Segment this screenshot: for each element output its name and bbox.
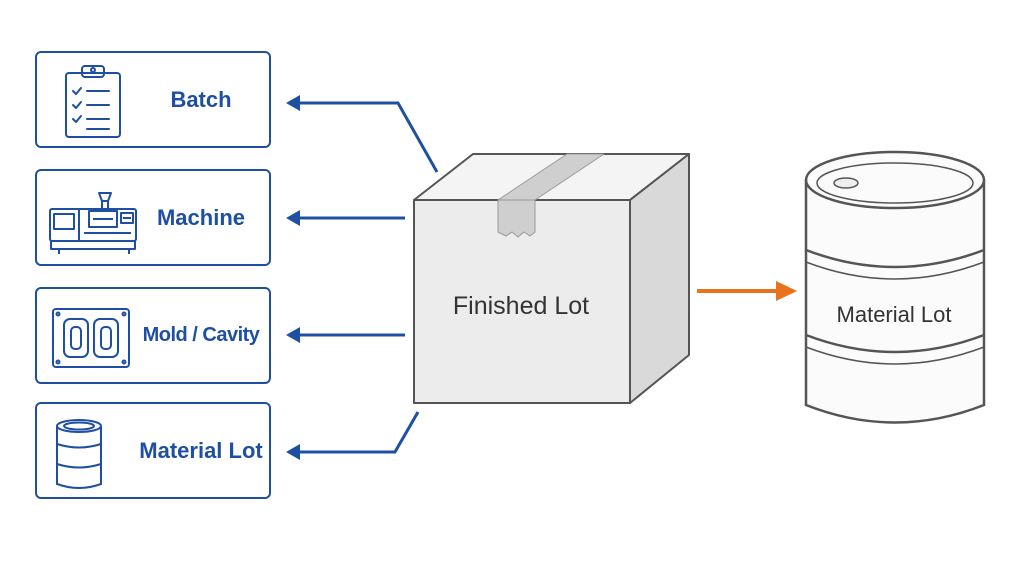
mold-cavity-icon xyxy=(52,308,130,368)
arrow-head-machine xyxy=(286,210,300,226)
barrel-icon xyxy=(804,150,986,424)
drum-icon xyxy=(56,419,102,489)
arrow-to-batch xyxy=(300,101,439,173)
injection-machine-icon xyxy=(49,192,137,254)
material-lot-source-label: Material Lot xyxy=(139,437,263,463)
box-icon xyxy=(413,153,690,404)
mold-card: Mold / Cavity xyxy=(35,287,271,384)
material-lot-target-label: Material Lot xyxy=(837,302,952,327)
material-lot-card: Material Lot xyxy=(35,402,271,499)
arrow-head-batch xyxy=(286,95,300,111)
machine-label: Machine xyxy=(156,204,246,230)
mold-label: Mold / Cavity xyxy=(142,324,260,346)
arrow-to-material-lot xyxy=(300,411,420,454)
batch-card: Batch xyxy=(35,51,271,148)
arrow-head-mold xyxy=(286,327,300,343)
machine-card: Machine xyxy=(35,169,271,266)
finished-lot-label: Finished Lot xyxy=(453,292,589,320)
orange-arrow-head xyxy=(776,281,797,301)
clipboard-icon xyxy=(65,65,121,138)
arrow-head-material-lot xyxy=(286,444,300,460)
batch-label: Batch xyxy=(170,86,232,112)
